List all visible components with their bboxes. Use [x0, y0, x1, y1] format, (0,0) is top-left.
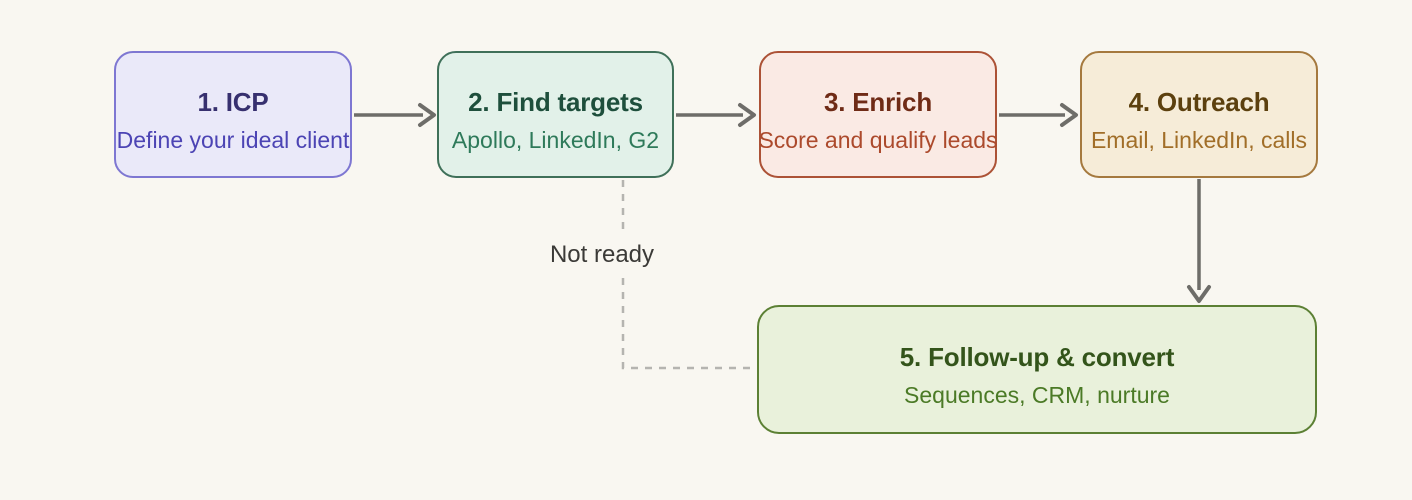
- edge-label-not-ready: Not ready: [538, 234, 666, 276]
- node-followup-convert: 5. Follow-up & convert Sequences, CRM, n…: [757, 305, 1317, 434]
- node-enrich-subtitle: Score and qualify leads: [758, 126, 998, 153]
- node-outreach-subtitle: Email, LinkedIn, calls: [1090, 126, 1308, 153]
- node-followup-convert-subtitle: Sequences, CRM, nurture: [904, 381, 1170, 408]
- arrowhead-icp-to-find-targets: [418, 103, 436, 127]
- node-outreach: 4. Outreach Email, LinkedIn, calls: [1080, 51, 1318, 178]
- arrowhead-find-targets-to-enrich: [738, 103, 756, 127]
- node-icp: 1. ICP Define your ideal client: [114, 51, 352, 178]
- node-enrich-title: 3. Enrich: [823, 86, 932, 117]
- node-icp-title: 1. ICP: [197, 86, 269, 117]
- node-outreach-title: 4. Outreach: [1128, 86, 1270, 117]
- node-find-targets-subtitle: Apollo, LinkedIn, G2: [451, 126, 660, 153]
- node-icp-subtitle: Define your ideal client: [116, 126, 350, 153]
- arrowhead-outreach-to-followup: [1187, 285, 1211, 303]
- node-enrich: 3. Enrich Score and qualify leads: [758, 51, 998, 178]
- node-followup-convert-title: 5. Follow-up & convert: [899, 341, 1175, 372]
- node-find-targets-title: 2. Find targets: [468, 86, 643, 117]
- node-find-targets: 2. Find targets Apollo, LinkedIn, G2: [437, 51, 674, 178]
- arrowhead-enrich-to-outreach: [1060, 103, 1078, 127]
